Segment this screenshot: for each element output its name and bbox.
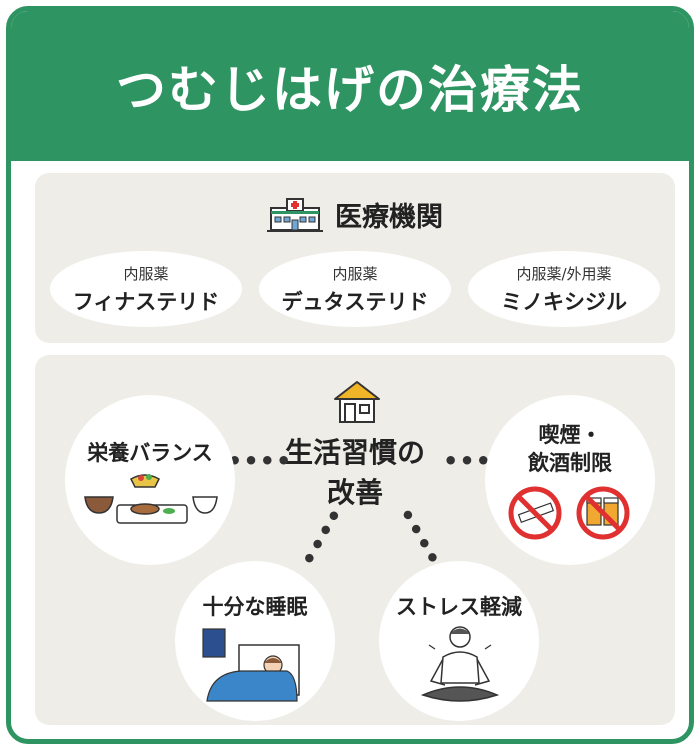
treatment-name: デュタステリド bbox=[281, 290, 429, 314]
sleep-label: 十分な睡眠 bbox=[202, 595, 308, 619]
lifestyle-heading-line1: 生活習慣の bbox=[284, 436, 425, 469]
meal-icon bbox=[83, 471, 219, 533]
lifestyle-heading-line2: 改善 bbox=[326, 476, 383, 509]
medical-heading: 医療機関 bbox=[35, 195, 675, 234]
page-title: つむじはげの治療法 bbox=[116, 61, 584, 119]
sleeping-person-icon bbox=[201, 625, 311, 703]
treatment-type: 内服薬 bbox=[123, 265, 169, 283]
medical-section-title: 医療機関 bbox=[335, 202, 443, 233]
treatment-type: 内服薬 bbox=[332, 265, 378, 283]
connector-dots-left: •••• bbox=[227, 447, 293, 475]
treatment-dutasteride: 内服薬 デュタステリド bbox=[259, 251, 451, 327]
house-icon bbox=[331, 379, 383, 425]
treatment-type: 内服薬/外用薬 bbox=[516, 265, 612, 283]
smoking-drinking-label-line1: 喫煙・ bbox=[538, 423, 602, 447]
treatment-name: ミノキシジル bbox=[501, 290, 627, 314]
lifestyle-panel: 生活習慣の 改善 •••• •••• •••• •••• 栄養バランス bbox=[35, 355, 675, 725]
nutrition-circle: 栄養バランス bbox=[65, 395, 235, 565]
infographic-frame: つむじはげの治療法 医療機関 bbox=[6, 6, 694, 744]
title-banner: つむじはげの治療法 bbox=[11, 11, 689, 161]
smoking-drinking-circle: 喫煙・ 飲酒制限 bbox=[485, 395, 655, 565]
stress-circle: ストレス軽減 bbox=[379, 561, 539, 721]
lifestyle-heading: 生活習慣の 改善 bbox=[265, 433, 445, 513]
medical-panel: 医療機関 内服薬 フィナステリド 内服薬 デュタステリド 内服薬/外用薬 ミノキ… bbox=[35, 173, 675, 343]
meditation-icon bbox=[415, 623, 505, 707]
sleep-circle: 十分な睡眠 bbox=[175, 561, 335, 721]
stress-label: ストレス軽減 bbox=[396, 595, 522, 619]
treatment-name: フィナステリド bbox=[72, 290, 220, 314]
treatment-finasteride: 内服薬 フィナステリド bbox=[50, 251, 242, 327]
smoking-drinking-label-line2: 飲酒制限 bbox=[528, 451, 612, 475]
hospital-icon bbox=[267, 196, 323, 234]
no-smoking-no-drinking-icon bbox=[507, 485, 633, 541]
nutrition-label: 栄養バランス bbox=[87, 441, 213, 465]
treatment-minoxidil: 内服薬/外用薬 ミノキシジル bbox=[468, 251, 660, 327]
